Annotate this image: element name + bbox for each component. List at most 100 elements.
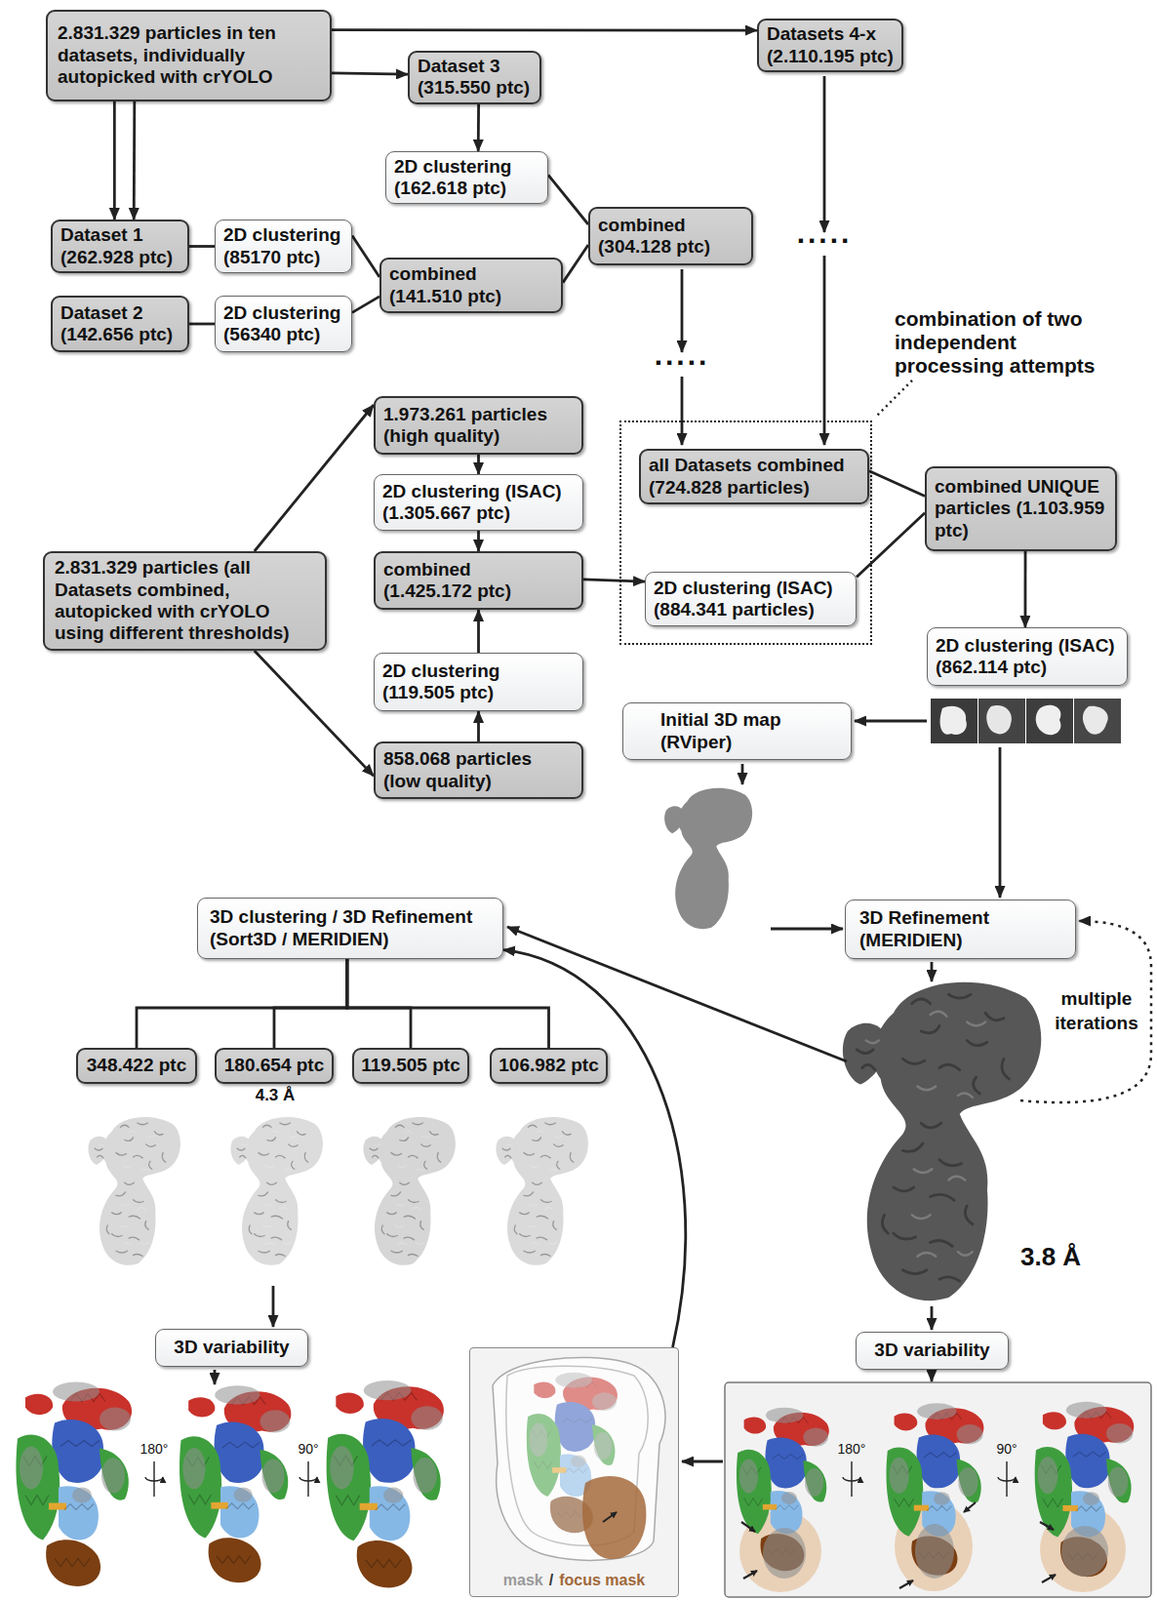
rotation-label: 90° [295, 1441, 320, 1457]
node-text: / [549, 1571, 554, 1591]
node-text: combined (304.128 ptc) [598, 214, 744, 259]
continuation-dots: ..... [654, 340, 711, 370]
rotation-label: 90° [994, 1441, 1019, 1457]
node-text: 2D clustering (ISAC) (1.305.667 ptc) [382, 480, 575, 525]
group-region: combination of two independent processin… [619, 420, 873, 645]
node-text: mask [503, 1571, 544, 1591]
process-box: 858.068 particles (low quality) [373, 741, 584, 799]
connector [254, 404, 374, 552]
connector [477, 104, 480, 152]
step-box: 2D clustering (ISAC) (862.114 ptc) [926, 627, 1128, 686]
connector [562, 244, 589, 283]
count-box: 106.982 ptc [489, 1047, 608, 1084]
node-text: 2.831.329 particles (all Datasets combin… [54, 557, 290, 645]
step-box: 2D clustering (56340 ptc) [214, 295, 353, 353]
process-box: all Datasets combined (724.828 particles… [638, 448, 870, 505]
node-text: 858.068 particles (low quality) [383, 748, 553, 793]
group-heading: combination of two independent processin… [894, 307, 1104, 378]
connector [583, 579, 645, 582]
node-text: 3D Refinement (MERIDIEN) [859, 907, 1062, 952]
node-text: 3D variability [874, 1339, 990, 1361]
annotation: 4.3 Å [255, 1086, 296, 1106]
connector [347, 958, 550, 1048]
node-text: Dataset 3 (315.550 ptc) [417, 55, 532, 100]
node-text: 348.422 ptc [86, 1054, 187, 1077]
node-text: Initial 3D map (RViper) [660, 709, 814, 754]
step-box: 2D clustering (119.505 ptc) [373, 652, 584, 712]
process-box: 1.973.261 particles (high quality) [373, 396, 584, 455]
count-box: 348.422 ptc [76, 1047, 198, 1084]
step-box: 2D clustering (ISAC) (1.305.667 ptc) [373, 474, 584, 531]
connector [136, 958, 348, 1048]
connector [856, 513, 925, 578]
connector [189, 244, 215, 248]
connector [331, 28, 758, 32]
process-box: 2.831.329 particles (all Datasets combin… [42, 551, 327, 651]
node-text: 119.505 ptc [360, 1054, 460, 1077]
layout-arrows [214, 76, 1152, 1462]
process-box: Dataset 2 (142.656 ptc) [50, 295, 190, 353]
connector [274, 958, 348, 1048]
process-box: combined UNIQUE particles (1.103.959 ptc… [924, 466, 1118, 552]
connector [113, 101, 117, 220]
connector [503, 950, 686, 1348]
process-box: 2.831.329 particles in ten datasets, ind… [45, 9, 332, 102]
node-text: combined (1.425.172 ptc) [383, 558, 543, 603]
connector [477, 454, 480, 475]
node-text: focus mask [558, 1571, 645, 1591]
connector [477, 609, 480, 653]
step-box: 2D clustering (162.618 ptc) [385, 151, 549, 204]
count-box: 119.505 ptc [352, 1047, 470, 1084]
process-box: Dataset 3 (315.550 ptc) [407, 50, 542, 105]
mask-panel: mask/focus mask [469, 1347, 679, 1597]
connector [477, 711, 480, 742]
model-views-left [15, 1380, 443, 1588]
node-text: 180.654 ptc [224, 1054, 324, 1077]
connector [347, 958, 411, 1048]
step-box: 3D clustering / 3D Refinement (Sort3D / … [197, 897, 504, 959]
node-text: 2.831.329 particles in ten datasets, ind… [57, 22, 320, 88]
class-averages [930, 698, 1121, 744]
mask-figure [470, 1348, 679, 1596]
node-text: 3D clustering / 3D Refinement (Sort3D / … [209, 906, 491, 951]
process-box: combined (1.425.172 ptc) [373, 551, 584, 610]
node-text: 3D variability [173, 1336, 289, 1358]
node-text: combined UNIQUE particles (1.103.959 ptc… [934, 476, 1108, 542]
node-text: Dataset 1 (262.928 ptc) [60, 224, 180, 269]
node-text: 1.973.261 particles (high quality) [383, 403, 574, 448]
process-box: Dataset 1 (262.928 ptc) [50, 219, 190, 274]
step-box: 3D variability [155, 1328, 309, 1367]
connector [331, 73, 408, 75]
continuation-dots: ..... [797, 218, 853, 248]
rotation-label: 180° [138, 1441, 171, 1457]
annotation: 3.8 Å [1020, 1242, 1081, 1272]
count-box: 180.654 ptc [214, 1047, 334, 1084]
step-box: 3D Refinement (MERIDIEN) [844, 899, 1077, 959]
connector [254, 650, 374, 776]
connector [132, 101, 136, 220]
process-box: combined (141.510 ptc) [379, 257, 563, 314]
connector [869, 471, 925, 497]
model-views-right [724, 1382, 1152, 1597]
step-box: 3D variability [855, 1331, 1009, 1370]
class-maps [87, 1117, 589, 1266]
node-text: Dataset 2 (142.656 ptc) [60, 302, 180, 347]
node-text: Datasets 4-x (2.110.195 ptc) [766, 23, 894, 68]
step-box: Initial 3D map (RViper) [622, 702, 852, 760]
rotation-label: 180° [836, 1441, 869, 1457]
process-box: combined (304.128 ptc) [588, 206, 754, 266]
connector [352, 236, 380, 278]
initial-map [664, 788, 753, 929]
node-text: combined (141.510 ptc) [389, 263, 522, 308]
node-text: 2D clustering (85170 ptc) [223, 224, 344, 269]
process-box: Datasets 4-x (2.110.195 ptc) [757, 18, 904, 73]
connector [548, 174, 589, 225]
connector [352, 296, 380, 314]
node-text: all Datasets combined (724.828 particles… [648, 454, 860, 499]
connector [1024, 551, 1028, 628]
connector [189, 322, 215, 326]
node-text: 2D clustering (162.618 ptc) [394, 156, 540, 200]
node-text: 2D clustering (119.505 ptc) [382, 660, 554, 705]
refined-map [842, 982, 1041, 1301]
